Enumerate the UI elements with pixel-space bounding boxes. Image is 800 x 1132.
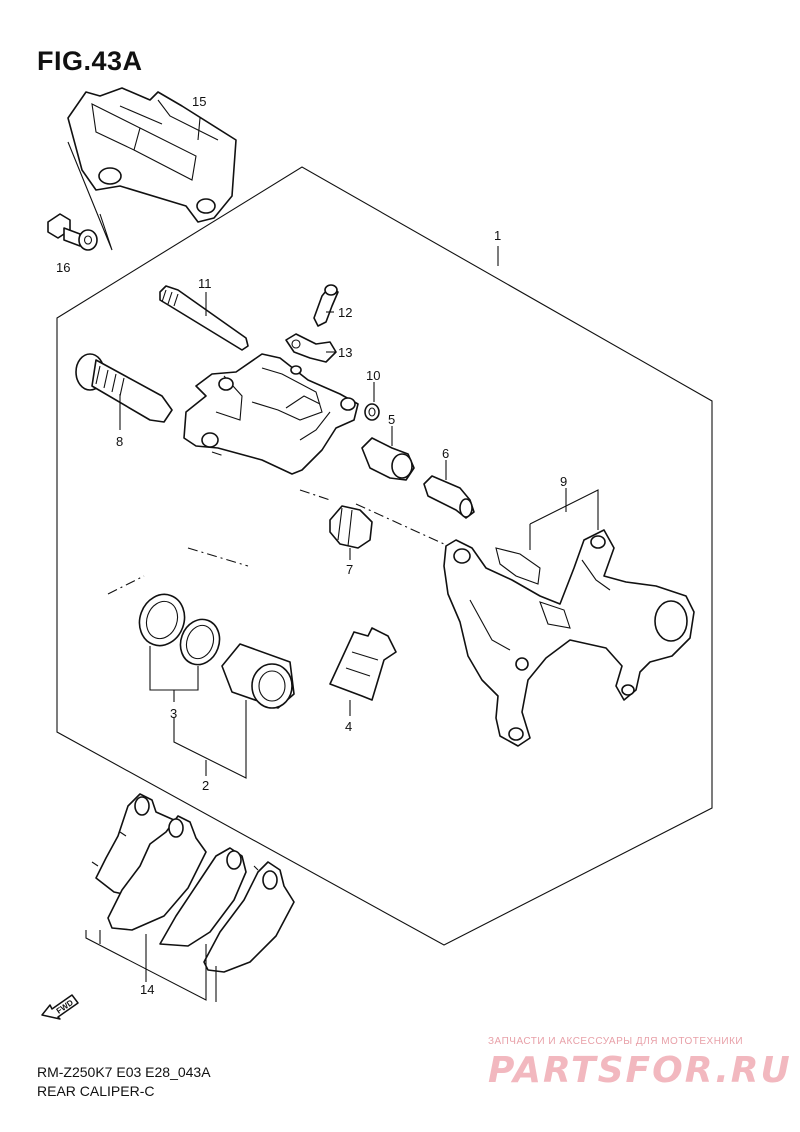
part-10-washer[interactable] <box>364 403 380 421</box>
guide-line <box>107 451 445 595</box>
part-3-seals[interactable] <box>132 588 225 670</box>
caliper-body[interactable] <box>183 353 359 475</box>
part-13-cap[interactable] <box>285 333 337 363</box>
callout-14[interactable]: 14 <box>140 982 154 997</box>
part-4-pad-spring[interactable] <box>329 627 397 701</box>
leader-15-bolt <box>67 141 113 251</box>
callout-10[interactable]: 10 <box>366 368 380 383</box>
part-2-piston[interactable] <box>221 643 295 709</box>
callout-7[interactable]: 7 <box>346 562 353 577</box>
part-12-bleeder[interactable] <box>313 284 339 327</box>
diagram-code: RM-Z250K7 E03 E28_043A <box>37 1064 211 1080</box>
callout-5[interactable]: 5 <box>388 412 395 427</box>
callout-12[interactable]: 12 <box>338 305 352 320</box>
part-9-mount-bracket[interactable] <box>443 529 695 747</box>
callout-16[interactable]: 16 <box>56 260 70 275</box>
callout-8[interactable]: 8 <box>116 434 123 449</box>
leader-9 <box>529 488 599 550</box>
leader-14 <box>85 930 217 1002</box>
part-6-pin[interactable] <box>423 475 475 519</box>
part-14-brake-pads[interactable] <box>91 793 295 973</box>
forward-arrow-icon: FWD <box>41 994 79 1020</box>
callout-11[interactable]: 11 <box>198 276 212 291</box>
callout-15[interactable]: 15 <box>192 94 206 109</box>
part-7-boot[interactable] <box>329 505 373 549</box>
watermark-caption: ЗАПЧАСТИ И АКСЕССУАРЫ ДЛЯ МОТОТЕХНИКИ <box>488 1036 744 1047</box>
callout-9[interactable]: 9 <box>560 474 567 489</box>
part-11-pin[interactable] <box>159 285 249 351</box>
diagram-name: REAR CALIPER-C <box>37 1083 155 1099</box>
callout-2[interactable]: 2 <box>202 778 209 793</box>
part-5-bushing[interactable] <box>361 437 415 481</box>
leader-3 <box>149 646 199 702</box>
callout-1[interactable]: 1 <box>494 228 501 243</box>
watermark-logo: PARTSFOR.RU <box>488 1050 792 1091</box>
part-16-bolt[interactable] <box>47 213 98 251</box>
callout-6[interactable]: 6 <box>442 446 449 461</box>
part-8-slide-pin[interactable] <box>75 353 173 423</box>
callout-13[interactable]: 13 <box>338 345 352 360</box>
callout-3[interactable]: 3 <box>170 706 177 721</box>
assembly-outline <box>56 166 713 946</box>
part-15-bracket[interactable] <box>67 87 237 223</box>
leader-15 <box>197 117 201 141</box>
leader-2 <box>173 700 247 779</box>
callout-4[interactable]: 4 <box>345 719 352 734</box>
figure-title: FIG.43A <box>37 46 143 76</box>
